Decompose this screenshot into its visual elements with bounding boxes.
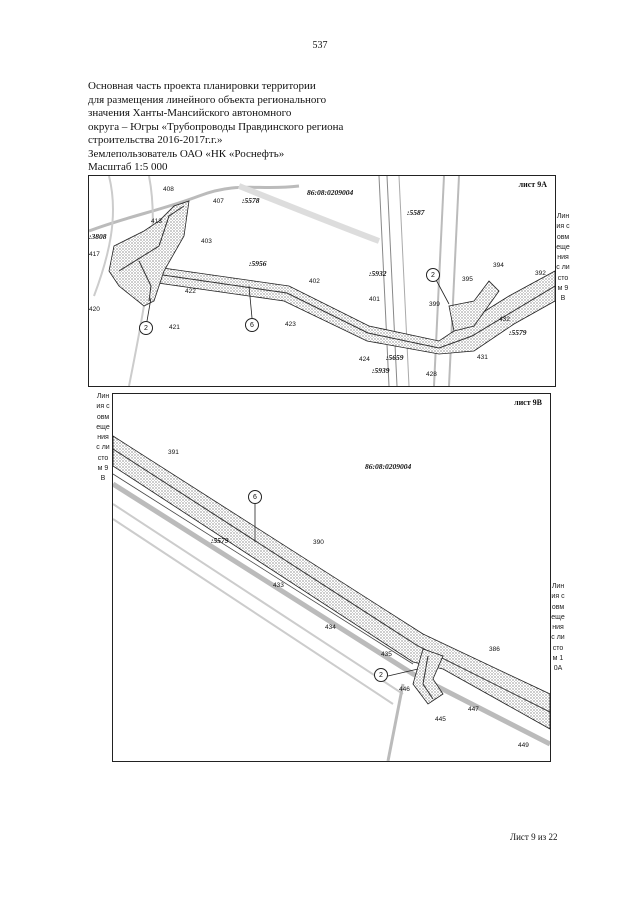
pipeline-corridor bbox=[412, 648, 444, 705]
pipeline-axis bbox=[422, 655, 434, 700]
page-number: 537 bbox=[312, 40, 328, 51]
point-label: 432 bbox=[499, 316, 510, 323]
point-label: 428 bbox=[426, 371, 437, 378]
sheet-counter: Лист 9 из 22 bbox=[510, 832, 558, 842]
road-line bbox=[386, 683, 405, 761]
road-line bbox=[378, 176, 390, 386]
header-line: округа – Югры «Трубопроводы Правдинского… bbox=[88, 120, 344, 133]
cadastral-parcel-label: :5578 bbox=[242, 196, 260, 205]
cadastral-parcel-label: :5587 bbox=[407, 208, 425, 217]
cadastral-parcel-label: :5956 bbox=[249, 259, 267, 268]
pipeline-number-marker: 2 bbox=[374, 668, 388, 682]
pipeline-corridor bbox=[448, 280, 500, 332]
header-line: значения Ханты-Мансийского автономного bbox=[88, 107, 292, 119]
header-line: Основная часть проекта планировки террит… bbox=[88, 80, 316, 92]
callout-line bbox=[248, 285, 253, 319]
match-line-note: Линия совмещения с листом 9В bbox=[556, 213, 570, 303]
callout-line bbox=[387, 668, 419, 677]
point-label: 449 bbox=[518, 742, 529, 749]
point-label: 424 bbox=[359, 356, 370, 363]
road-line bbox=[398, 176, 410, 386]
point-label: 434 bbox=[325, 624, 336, 631]
point-label: 403 bbox=[201, 238, 212, 245]
callout-line bbox=[146, 297, 152, 322]
road-line bbox=[113, 518, 394, 705]
point-label: 392 bbox=[535, 270, 546, 277]
pipeline-number-marker: 2 bbox=[139, 321, 153, 335]
header-line: для размещения линейного объекта региона… bbox=[88, 93, 327, 106]
point-label: 399 bbox=[429, 301, 440, 308]
document-header: Основная часть проекта планировки террит… bbox=[88, 80, 343, 175]
point-label: 391 bbox=[168, 449, 179, 456]
road-line bbox=[113, 481, 550, 747]
point-label: 394 bbox=[493, 262, 504, 269]
scale-line: Масштаб 1:5 000 bbox=[88, 161, 168, 173]
cadastral-parcel-label: :5579 bbox=[509, 328, 527, 337]
pipeline-number-marker: 6 bbox=[245, 318, 259, 332]
point-label: 386 bbox=[489, 646, 500, 653]
match-line-note: Линия совмещения с листом 10А bbox=[551, 583, 565, 673]
point-label: 446 bbox=[399, 686, 410, 693]
road-line bbox=[89, 184, 300, 233]
cadastral-block-label: 86:08:0209004 bbox=[307, 188, 354, 197]
point-label: 408 bbox=[163, 186, 174, 193]
point-label: 435 bbox=[381, 651, 392, 658]
pipeline-number-marker: 6 bbox=[248, 490, 262, 504]
pipeline-corridor bbox=[113, 435, 550, 730]
point-label: 390 bbox=[313, 539, 324, 546]
point-label: 445 bbox=[435, 716, 446, 723]
map-sheet-9b-drawing bbox=[113, 435, 550, 761]
pipeline-axis bbox=[138, 260, 152, 302]
map-sheet-9a: лист 9А 86:08:0209004 :5578 :5587 :3808 … bbox=[88, 175, 556, 387]
pipeline-axis bbox=[118, 205, 185, 272]
cadastral-parcel-label: :5659 bbox=[386, 353, 404, 362]
map-sheet-9a-drawing bbox=[89, 176, 555, 386]
road-line bbox=[93, 176, 114, 297]
point-label: 407 bbox=[213, 198, 224, 205]
cadastral-parcel-label: :5579 bbox=[211, 536, 229, 545]
point-label: 431 bbox=[477, 354, 488, 361]
cadastral-parcel-label: :5939 bbox=[372, 366, 390, 375]
point-label: 423 bbox=[285, 321, 296, 328]
road-line bbox=[237, 183, 381, 244]
point-label: 395 bbox=[462, 276, 473, 283]
match-line-note: Линия совмещения с листом 9В bbox=[96, 393, 110, 483]
pipeline-number-marker: 2 bbox=[426, 268, 440, 282]
point-label: 420 bbox=[89, 306, 100, 313]
cadastral-parcel-label: :5932 bbox=[369, 269, 387, 278]
pipeline-corridor bbox=[143, 265, 555, 355]
point-label: 421 bbox=[169, 324, 180, 331]
point-label: 402 bbox=[309, 278, 320, 285]
point-label: 413 bbox=[151, 218, 162, 225]
cadastral-parcel-label: :3808 bbox=[89, 232, 107, 241]
header-line: строительства 2016-2017г.г.» bbox=[88, 134, 223, 146]
pipeline-corridor bbox=[108, 200, 190, 307]
pipeline-axis bbox=[148, 272, 555, 349]
road-line bbox=[386, 176, 398, 386]
road-line bbox=[448, 176, 460, 386]
header-line: Землепользователь ОАО «НК «Роснефть» bbox=[88, 147, 285, 160]
point-label: 433 bbox=[273, 582, 284, 589]
road-line bbox=[113, 503, 404, 695]
point-label: 447 bbox=[468, 706, 479, 713]
sheet-label: лист 9В bbox=[514, 398, 542, 407]
point-label: 401 bbox=[369, 296, 380, 303]
map-sheet-9b: лист 9В 86:08:0209004 :5579 391 390 433 … bbox=[112, 393, 551, 762]
pipeline-axis bbox=[113, 448, 550, 713]
pipeline-axis bbox=[113, 473, 414, 665]
cadastral-block-label: 86:08:0209004 bbox=[365, 462, 412, 471]
point-label: 417 bbox=[89, 251, 100, 258]
point-label: 422 bbox=[185, 288, 196, 295]
sheet-label: лист 9А bbox=[518, 180, 547, 189]
